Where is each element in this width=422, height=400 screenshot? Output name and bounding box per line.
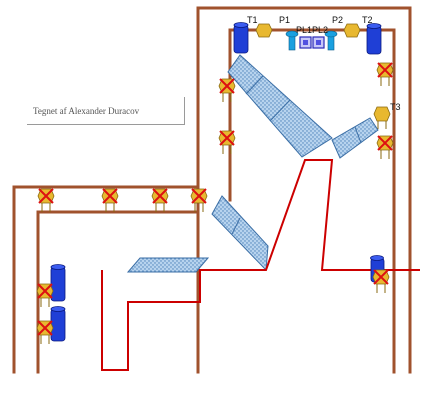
tank-icon xyxy=(50,306,66,342)
label-t3: T3 xyxy=(390,102,401,112)
label-t2: T2 xyxy=(362,15,373,25)
upper-wall-inner xyxy=(228,28,396,374)
caption-text: Tegnet af Alexander Duracov xyxy=(33,106,140,116)
collector-middle-diagonal xyxy=(211,195,269,272)
pump-icon xyxy=(285,30,299,38)
lamp-off-icon xyxy=(218,130,236,154)
lamp-off-icon xyxy=(101,188,119,212)
pump-icon xyxy=(324,30,338,38)
lamps-off xyxy=(36,62,394,344)
tanks xyxy=(50,22,385,342)
red-wire xyxy=(101,159,420,371)
label-pl1: PL1 xyxy=(296,25,312,35)
caption-box: Tegnet af Alexander Duracov xyxy=(27,97,185,125)
lamp-off-icon xyxy=(190,188,208,212)
pump-p1 xyxy=(285,30,299,51)
lamp-off-icon xyxy=(36,283,54,307)
lamp-off-icon xyxy=(372,269,390,293)
tank-icon xyxy=(233,22,249,54)
lamp-t1-lit xyxy=(255,23,273,38)
lamp-on-icon xyxy=(343,23,361,38)
collector-right-tilted xyxy=(331,117,379,159)
label-p1: P1 xyxy=(279,15,290,25)
collector-upper-diagonal xyxy=(227,54,333,158)
lamp-off-icon xyxy=(37,188,55,212)
lamp-on-icon xyxy=(255,23,273,38)
lamp-off-icon xyxy=(151,188,169,212)
tank-icon xyxy=(50,264,66,302)
label-t1: T1 xyxy=(247,15,258,25)
building-walls xyxy=(12,6,412,374)
component-labels: T1 P1 PL1 PL2 P2 T2 T3 xyxy=(247,15,401,112)
lamp-t3-lit xyxy=(373,106,391,129)
lamp-off-icon xyxy=(376,62,394,86)
solar-collectors xyxy=(126,54,379,273)
left-wall-inner xyxy=(36,210,200,374)
lamp-off-icon xyxy=(36,320,54,344)
collector-horizontal xyxy=(126,257,210,273)
lamp-off-icon xyxy=(376,135,394,159)
tank-icon xyxy=(366,23,382,55)
lamp-t2-lit xyxy=(343,23,361,38)
label-pl2: PL2 xyxy=(312,25,328,35)
left-wall-outer xyxy=(12,185,200,374)
label-p2: P2 xyxy=(332,15,343,25)
control-panels xyxy=(299,36,325,49)
pump-p2 xyxy=(324,30,338,51)
lamp-off-icon xyxy=(218,78,236,102)
lamp-on-icon xyxy=(373,106,391,122)
